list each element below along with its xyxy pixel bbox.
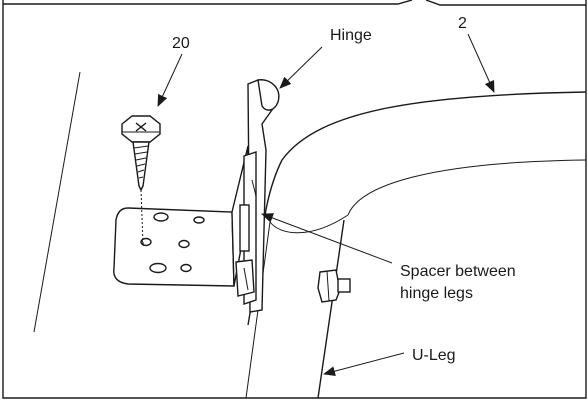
l-bracket <box>114 146 248 286</box>
label-u-leg: U-Leg <box>412 347 456 364</box>
label-hinge: Hinge <box>330 27 372 44</box>
leader-lines <box>158 34 494 374</box>
background-edge-line <box>34 72 80 332</box>
detail-frame <box>3 0 586 398</box>
u-leg-bolt <box>318 270 350 302</box>
label-spacer-line2: hinge legs <box>400 285 473 302</box>
label-spacer-line1: Spacer between <box>400 263 516 280</box>
label-panel-2: 2 <box>458 15 467 32</box>
label-screw-20: 20 <box>172 35 190 52</box>
